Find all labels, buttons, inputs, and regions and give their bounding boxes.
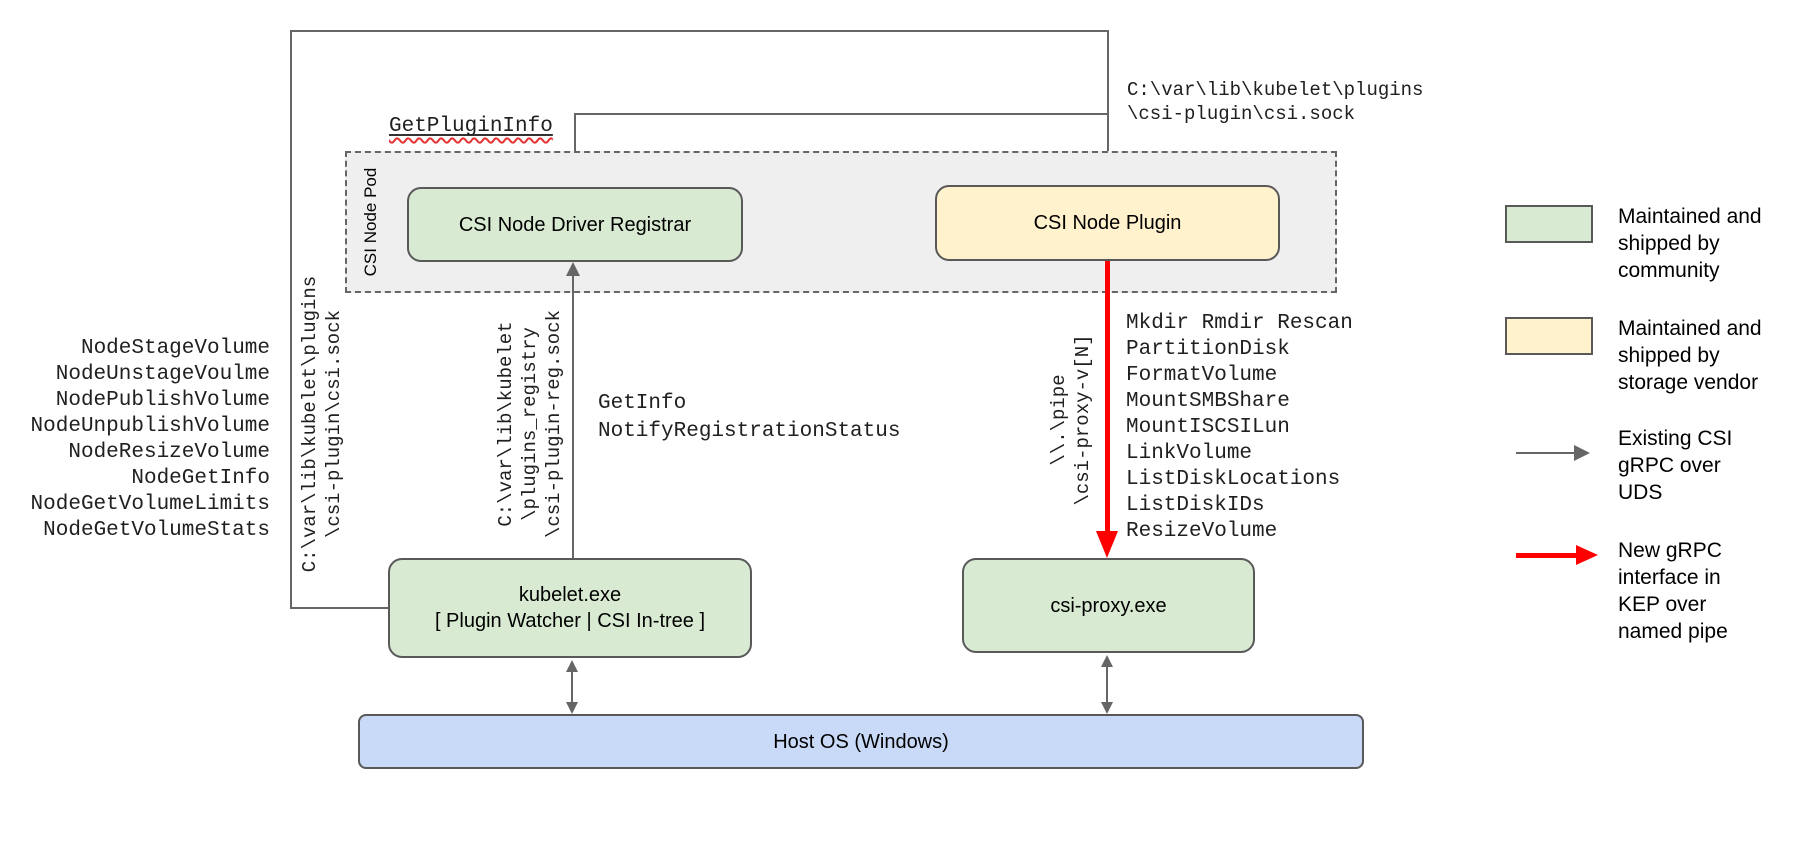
proxy-api-calls-list: Mkdir Rmdir Rescan PartitionDisk FormatV… xyxy=(1126,312,1353,543)
named-pipe-path-vertical: \\.\pipe \csi-proxy-v[N] xyxy=(1048,334,1094,506)
arrowhead-red-into-csiproxy xyxy=(1096,531,1118,558)
legend-red-arrow-line xyxy=(1516,553,1578,558)
connector-csiproxy-hostos-segment xyxy=(1106,665,1108,704)
legend-red-arrowhead xyxy=(1576,545,1598,565)
connector-plugin-csiproxy-red-segment xyxy=(1105,261,1110,532)
getplugininfo-text: GetPluginInfo xyxy=(389,115,553,138)
csi-node-pod-label: CSI Node Pod xyxy=(361,167,380,277)
connector-kubelet-hostos-segment xyxy=(571,670,573,704)
legend-swatch-community xyxy=(1505,205,1593,243)
registration-sock-path-vertical: C:\var\lib\kubelet \plugins_registry \cs… xyxy=(495,309,565,539)
csi-node-driver-registrar-box: CSI Node Driver Registrar xyxy=(407,187,743,262)
connector-into-plugin-segment xyxy=(1107,30,1109,173)
arrowhead-up-into-registrar xyxy=(566,262,580,276)
csi-proxy-box: csi-proxy.exe xyxy=(962,558,1255,653)
kubelet-box: kubelet.exe [ Plugin Watcher | CSI In-tr… xyxy=(388,558,752,658)
connector-kubelet-plugin-bottom-segment xyxy=(290,607,388,609)
plugin-sock-path-left-vertical: C:\var\lib\kubelet\plugins \csi-plugin\c… xyxy=(299,275,345,573)
arrowhead-down-csiproxy-hostos xyxy=(1101,702,1113,714)
connector-kubelet-registrar-segment xyxy=(572,276,574,558)
arrowhead-up-kubelet-hostos xyxy=(566,660,578,672)
registration-calls-list: GetInfo NotifyRegistrationStatus xyxy=(598,392,901,443)
connector-getplugininfo-segment xyxy=(574,113,1109,115)
getplugininfo-annotation: GetPluginInfo xyxy=(389,114,553,140)
csi-node-driver-registrar-label: CSI Node Driver Registrar xyxy=(458,213,692,236)
legend-swatch-vendor xyxy=(1505,317,1593,355)
legend-gray-arrow-line xyxy=(1516,452,1576,454)
arrowhead-up-csiproxy-hostos xyxy=(1101,655,1113,667)
arrowhead-down-kubelet-hostos xyxy=(566,702,578,714)
connector-registrar-up-segment xyxy=(574,113,576,187)
legend-label-community: Maintained and shipped by community xyxy=(1618,205,1762,282)
csi-node-plugin-label: CSI Node Plugin xyxy=(1033,212,1182,234)
connector-kubelet-plugin-top-segment xyxy=(290,30,1109,32)
legend-gray-arrowhead xyxy=(1574,445,1590,461)
csi-node-plugin-box: CSI Node Plugin xyxy=(935,185,1280,261)
host-os-box: Host OS (Windows) xyxy=(358,714,1364,769)
plugin-sock-path-top: C:\var\lib\kubelet\plugins \csi-plugin\c… xyxy=(1127,79,1424,125)
legend-label-uds: Existing CSI gRPC over UDS xyxy=(1618,427,1733,504)
kubelet-label-line2: [ Plugin Watcher | CSI In-tree ] xyxy=(434,610,706,632)
legend-label-named-pipe: New gRPC interface in KEP over named pip… xyxy=(1618,539,1728,643)
node-service-calls-list: NodeStageVolume NodeUnstageVoulme NodePu… xyxy=(30,337,270,542)
legend-label-vendor: Maintained and shipped by storage vendor xyxy=(1618,317,1762,394)
host-os-label: Host OS (Windows) xyxy=(773,730,949,753)
csi-proxy-label: csi-proxy.exe xyxy=(1050,594,1167,617)
kubelet-label-line1: kubelet.exe xyxy=(518,584,622,606)
connector-kubelet-plugin-left-segment xyxy=(290,30,292,609)
